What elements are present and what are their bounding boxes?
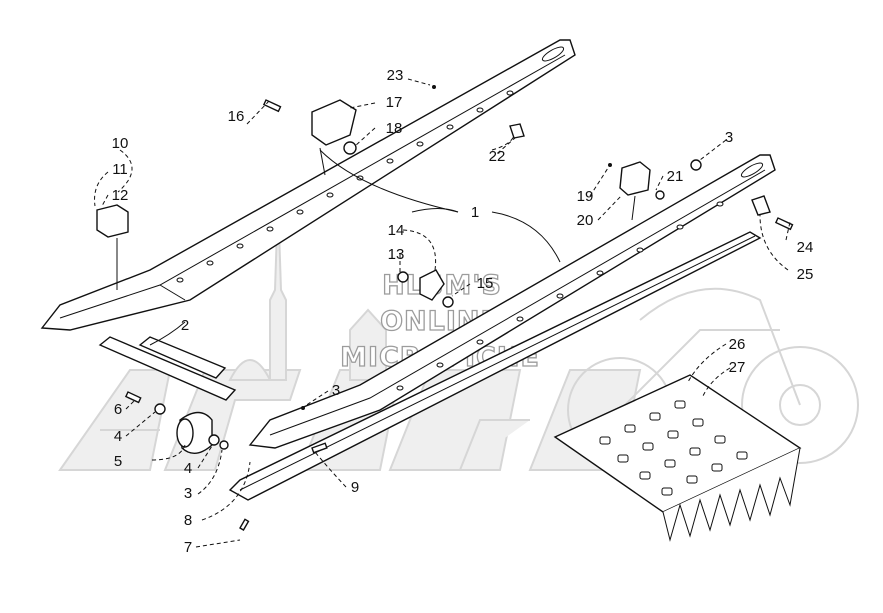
front-slide-rail: [248, 154, 776, 449]
callout-2: 2: [181, 317, 189, 334]
callout-15: 15: [477, 275, 494, 292]
callout-4-right: 4: [184, 460, 192, 477]
callout-3-rail: 3: [332, 382, 340, 399]
small-hardware: [124, 85, 794, 531]
callout-4-left: 4: [114, 428, 122, 445]
callout-26: 26: [729, 336, 746, 353]
callout-9: 9: [351, 479, 359, 496]
callout-8: 8: [184, 512, 192, 529]
callout-20: 20: [577, 212, 594, 229]
callout-18: 18: [386, 120, 403, 137]
callout-19: 19: [577, 188, 594, 205]
callout-11: 11: [112, 161, 128, 178]
callout-17: 17: [386, 94, 403, 111]
callout-22: 22: [489, 148, 506, 165]
callout-14: 14: [388, 222, 405, 239]
callout-23: 23: [387, 67, 404, 84]
callout-7: 7: [184, 539, 192, 556]
callout-5: 5: [114, 453, 122, 470]
cross-shaft: [98, 336, 237, 401]
callout-13: 13: [388, 246, 405, 263]
callout-27: 27: [729, 359, 746, 376]
track: [553, 374, 802, 542]
callout-3-front: 3: [725, 129, 733, 146]
callout-6: 6: [114, 401, 122, 418]
leader-lines: [94, 78, 791, 548]
callout-12: 12: [112, 187, 129, 204]
callout-3-lower: 3: [184, 485, 192, 502]
callout-1: 1: [471, 204, 479, 221]
callout-10: 10: [112, 135, 129, 152]
callout-24: 24: [797, 239, 814, 256]
callout-21: 21: [667, 168, 684, 185]
callout-25: 25: [797, 266, 814, 283]
idler-wheel: [176, 411, 213, 454]
callout-labels: 1 2 3 3 3 4 4 5 6 7 8 9 10 11 12 13 14 1…: [112, 67, 814, 556]
callout-16: 16: [228, 108, 245, 125]
bumper-blocks: [96, 99, 651, 301]
rear-slide-rail: [40, 39, 576, 331]
